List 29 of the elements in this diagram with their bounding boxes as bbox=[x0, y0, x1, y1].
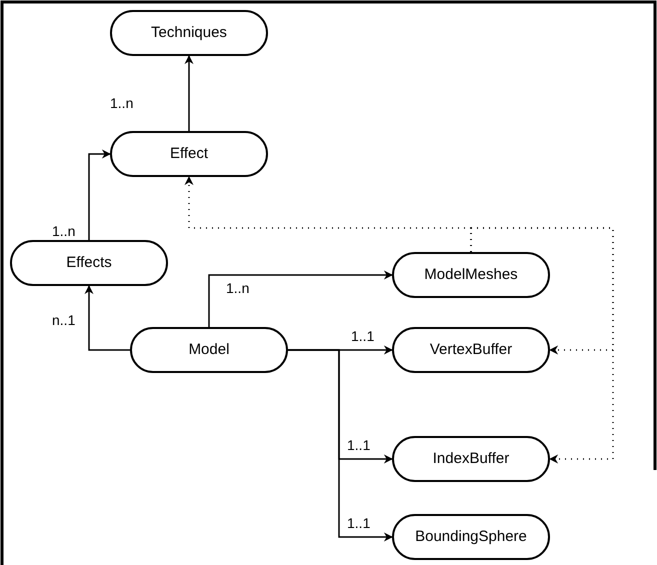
multiplicity-label: 1..1 bbox=[351, 329, 374, 343]
multiplicity-label: n..1 bbox=[52, 313, 76, 327]
rounded-box bbox=[392, 436, 550, 482]
node-label: Effects bbox=[66, 252, 112, 273]
arrow bbox=[84, 285, 130, 351]
node-label: ModelMeshes bbox=[424, 264, 518, 285]
rounded-box bbox=[392, 514, 550, 560]
rounded-box bbox=[110, 131, 268, 177]
node-label: Effect bbox=[170, 144, 208, 164]
arrow bbox=[208, 270, 393, 327]
arrow bbox=[88, 150, 111, 240]
multiplicity-label: 1..n bbox=[226, 281, 250, 295]
multiplicity-label: 1..1 bbox=[347, 438, 370, 452]
rounded-box bbox=[10, 240, 168, 286]
rounded-box bbox=[110, 10, 268, 56]
rounded-box bbox=[130, 327, 288, 373]
node-label: Techniques bbox=[151, 22, 227, 43]
multiplicity-label: 1..1 bbox=[347, 516, 370, 530]
node-label: IndexBuffer bbox=[432, 448, 510, 469]
rounded-box bbox=[392, 327, 550, 373]
multiplicity-label: 1..n bbox=[52, 224, 76, 238]
node-label: VertexBuffer bbox=[430, 340, 512, 360]
arrow bbox=[288, 349, 393, 542]
arrow bbox=[184, 55, 194, 131]
node-label: BoundingSphere bbox=[415, 526, 527, 547]
multiplicity-label: 1..n bbox=[110, 96, 134, 110]
node-label: Model bbox=[188, 340, 230, 360]
rounded-box bbox=[392, 252, 550, 298]
dotted-arrow bbox=[470, 227, 614, 464]
